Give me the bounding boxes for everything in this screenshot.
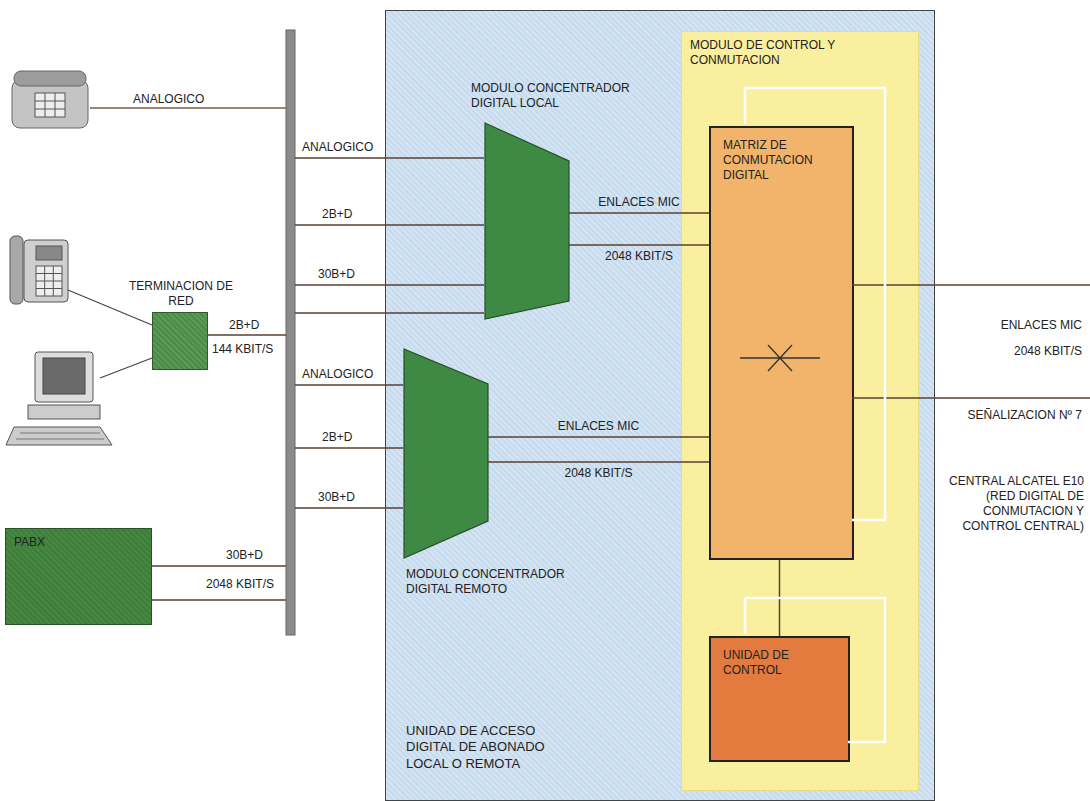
remote-concentrator: MODULO CONCENTRADOR DIGITAL REMOTO (404, 349, 488, 558)
drawing-part (36, 246, 62, 260)
drawing-part (295, 384, 403, 386)
control-unit-box: UNIDAD DE CONTROL (709, 636, 850, 762)
drawing-part (152, 565, 286, 567)
drawing-part (36, 266, 62, 296)
line-label: 144 KBIT/S (212, 342, 286, 357)
line-label: SEÑALIZACION Nº 7 (930, 408, 1082, 423)
node-label: MODULO CONCENTRADOR DIGITAL LOCAL (471, 81, 636, 111)
link-label: ENLACES MIC (598, 195, 679, 210)
line-label: 2B+D (322, 430, 382, 445)
access-unit-region: MODULO CONCENTRADOR DIGITAL LOCAL MODULO … (385, 10, 935, 801)
drawing-part (295, 284, 484, 286)
drawing-part (10, 236, 23, 304)
link-label: 2048 KBIT/S (564, 466, 632, 481)
pcm-link (569, 244, 709, 246)
pcm-link (488, 436, 709, 438)
drawing-part (35, 93, 65, 117)
drawing-part (152, 599, 286, 601)
control-switching-module: MATRIZ DE CONMUTACION DIGITAL UNIDAD DE C… (681, 31, 919, 791)
switching-matrix-box: MATRIZ DE CONMUTACION DIGITAL (709, 126, 854, 560)
link-label: ENLACES MIC (558, 419, 639, 434)
node-label: UNIDAD DE CONTROL (723, 648, 828, 678)
line-label: 2048 KBIT/S (950, 344, 1082, 359)
drawing-part (14, 71, 86, 86)
node-label: MODULO CONCENTRADOR DIGITAL REMOTO (406, 567, 571, 597)
link-label: 2048 KBIT/S (605, 249, 673, 264)
drawing-part (43, 358, 85, 394)
network-termination-box: TERMINACION DE RED (152, 312, 208, 370)
trapezoid-outline (404, 349, 488, 558)
drawing-part (28, 405, 100, 419)
concentrator-shape (404, 349, 488, 558)
drawing-part (16, 433, 104, 439)
pcm-link (488, 461, 709, 463)
drawing-part (295, 157, 484, 159)
node-label: UNIDAD DE ACCESO DIGITAL DE ABONADO LOCA… (406, 723, 571, 772)
terminal-wire (100, 358, 152, 378)
drawing-part (36, 266, 62, 296)
local-concentrator: MODULO CONCENTRADOR DIGITAL LOCAL (485, 123, 569, 319)
drawing-part (35, 93, 65, 117)
line-label: 2B+D (322, 207, 382, 222)
computer-icon (6, 352, 112, 445)
node-label: MATRIZ DE CONMUTACION DIGITAL (723, 138, 835, 183)
analog-line (90, 107, 286, 109)
line-label: 30B+D (318, 267, 378, 282)
node-label: MODULO DE CONTROL Y CONMUTACION (690, 38, 870, 68)
line-label: ENLACES MIC (950, 318, 1082, 333)
drawing-part (295, 224, 484, 226)
bus-bar (286, 30, 295, 635)
line-label: 2048 KBIT/S (206, 577, 286, 592)
line-label: ANALOGICO (302, 367, 402, 382)
drawing-part (295, 312, 484, 314)
trapezoid-outline (485, 123, 569, 319)
digital-phone-icon (10, 236, 68, 304)
concentrator-shape (485, 123, 569, 319)
line-label: 30B+D (226, 548, 284, 563)
drawing-part (12, 80, 88, 128)
drawing-part (6, 427, 112, 445)
node-label: TERMINACION DE RED (121, 279, 241, 309)
node-label: PABX (14, 535, 134, 550)
line-label: CENTRAL ALCATEL E10 (RED DIGITAL DE CONM… (934, 474, 1084, 534)
line-label: 2B+D (229, 318, 279, 333)
drawing-part (852, 397, 1090, 399)
pabx-box: PABX (5, 528, 152, 625)
drawing-part (208, 334, 286, 336)
drawing-part (295, 507, 403, 509)
terminal-wire (68, 290, 152, 325)
line-label: ANALOGICO (302, 140, 402, 155)
pcm-link (569, 212, 709, 214)
line-label: ANALOGICO (133, 92, 233, 107)
drawing-part (24, 240, 68, 302)
drawing-part (295, 447, 403, 449)
line-label: 30B+D (318, 490, 378, 505)
drawing-part (35, 352, 93, 402)
analog-phone-icon (12, 71, 88, 128)
drawing-part (852, 284, 1090, 286)
